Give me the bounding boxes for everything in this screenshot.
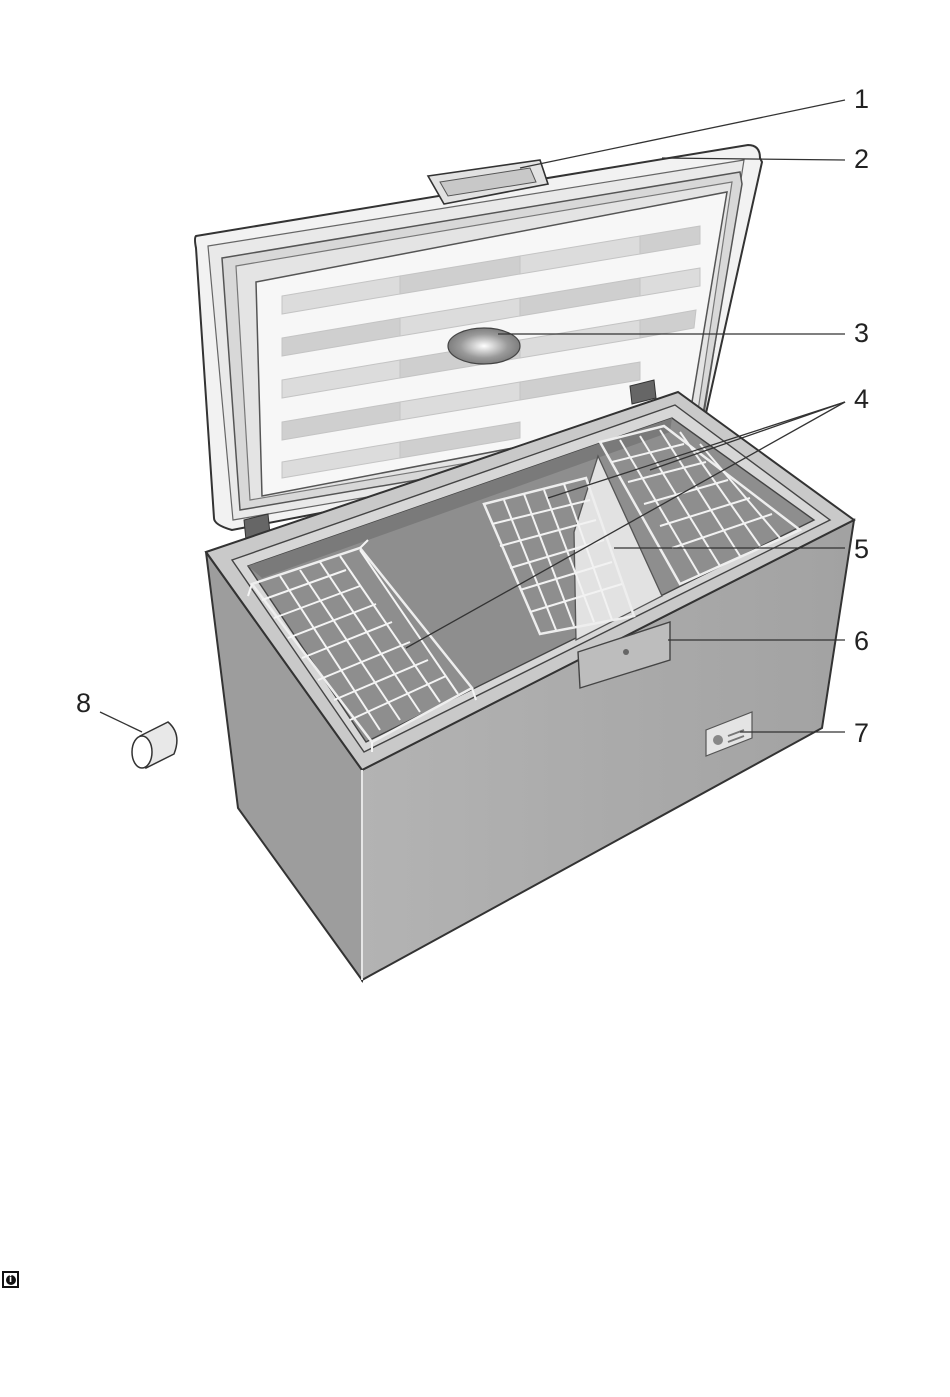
callout-2: 2 bbox=[854, 144, 869, 174]
callout-5: 5 bbox=[854, 534, 869, 564]
accessory-cylinder bbox=[132, 722, 177, 768]
info-icon: i bbox=[2, 1271, 19, 1288]
info-glyph: i bbox=[6, 1275, 16, 1285]
callout-6: 6 bbox=[854, 626, 869, 656]
callout-4: 4 bbox=[854, 384, 869, 414]
callout-7: 7 bbox=[854, 718, 869, 748]
callout-3: 3 bbox=[854, 318, 869, 348]
callout-1: 1 bbox=[854, 84, 869, 114]
callout-8: 8 bbox=[76, 688, 91, 718]
control-knob-icon bbox=[623, 649, 629, 655]
